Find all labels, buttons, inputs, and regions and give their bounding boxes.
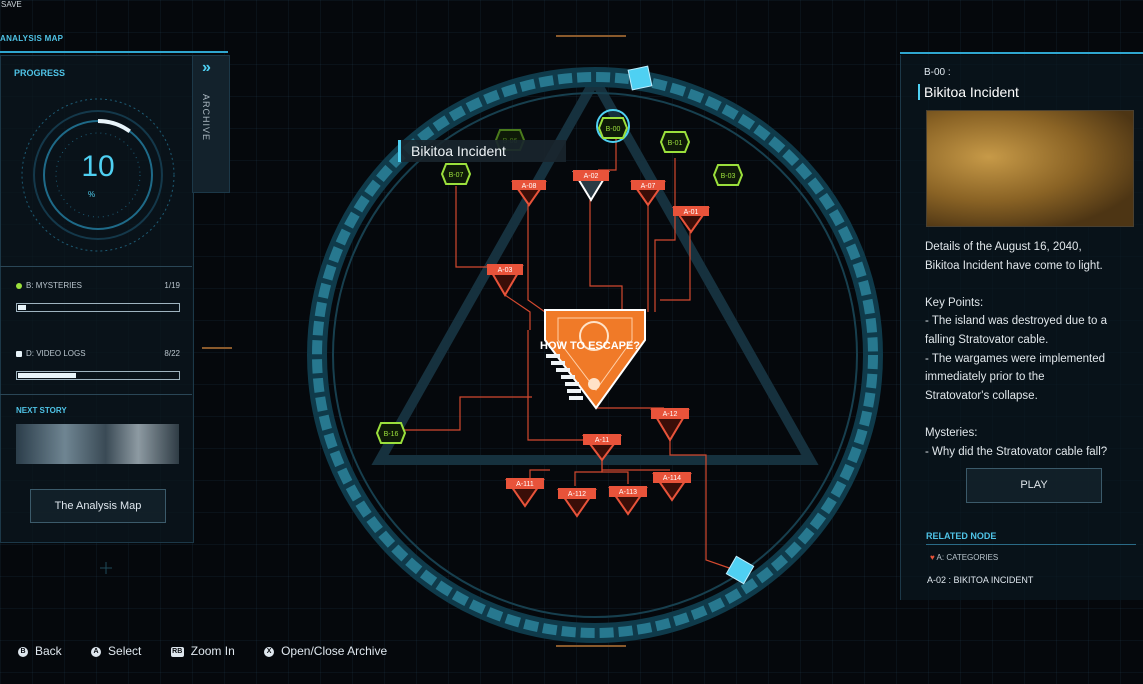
node-label: A-111: [516, 481, 534, 488]
related-category-label: A: CATEGORIES: [936, 553, 999, 562]
prompt-zoom-in[interactable]: RB Zoom In: [170, 644, 235, 658]
prompt-label: Zoom In: [190, 644, 235, 658]
stat-count: 8/22: [164, 349, 180, 358]
node-A-111[interactable]: A-111: [505, 478, 545, 508]
b-button-icon: B: [18, 646, 28, 657]
how-to-escape-node[interactable]: [544, 309, 646, 410]
node-B-16[interactable]: B-16: [375, 422, 407, 444]
outer-ring-segments: [312, 72, 878, 638]
center-node-label: HOW TO ESCAPE?: [540, 340, 641, 352]
progress-value: 10: [81, 150, 115, 183]
node-A-02[interactable]: A-02: [572, 170, 610, 202]
progress-unit: %: [88, 190, 96, 199]
center-sub-items: [546, 354, 583, 400]
node-B-01[interactable]: B-01: [659, 131, 691, 153]
analysis-map-button[interactable]: The Analysis Map: [30, 489, 166, 523]
ring-marker-bottom[interactable]: [725, 555, 755, 585]
stat-mysteries: B: MYSTERIES 1/19: [16, 281, 180, 290]
ring-marker-top[interactable]: [627, 65, 653, 91]
node-label: A-01: [684, 209, 699, 216]
stat-video-logs: D: VIDEO LOGS 8/22: [16, 349, 180, 358]
green-dot-icon: [16, 282, 22, 289]
prompt-back[interactable]: B Back: [18, 644, 62, 658]
node-A-08[interactable]: A-08: [511, 180, 547, 207]
node-B-07[interactable]: B-07: [440, 163, 472, 185]
node-B-03[interactable]: B-03: [712, 164, 744, 186]
prompt-label: Open/Close Archive: [281, 644, 388, 658]
related-category: ♥ A: CATEGORIES: [930, 553, 998, 562]
node-A-113[interactable]: A-113: [608, 486, 648, 516]
divider: [0, 266, 192, 267]
next-story-thumbnail[interactable]: [16, 424, 179, 464]
header-underline: [0, 51, 228, 53]
node-label: A-03: [498, 267, 513, 274]
corner-label: SAVE: [1, 0, 22, 9]
node-label: B-00: [606, 126, 621, 133]
rb-button-icon: RB: [170, 646, 184, 657]
prompt-select[interactable]: A Select: [91, 644, 141, 658]
divider: [0, 394, 192, 395]
node-A-03[interactable]: A-03: [486, 264, 524, 297]
video-logs-progress-fill: [18, 373, 76, 378]
node-label: A-02: [584, 173, 599, 180]
play-button[interactable]: PLAY: [966, 468, 1102, 503]
node-connectors: [404, 120, 736, 571]
button-prompts: B Back A Select RB Zoom In X Open/Close Arch…: [18, 644, 413, 658]
stat-label: B: MYSTERIES: [26, 281, 83, 290]
node-label: A-07: [641, 183, 656, 190]
next-story-title: NEXT STORY: [16, 406, 67, 415]
detail-description: Details of the August 16, 2040, Bikitoa …: [925, 241, 1108, 458]
progress-ring: [21, 98, 175, 252]
stat-label: D: VIDEO LOGS: [26, 349, 86, 358]
selected-node-label: Bikitoa Incident: [398, 140, 566, 162]
video-icon: [16, 350, 22, 357]
prompt-label: Back: [35, 644, 62, 658]
node-label: A-112: [568, 491, 586, 498]
prompt-archive[interactable]: X Open/Close Archive: [264, 644, 387, 658]
node-label: B-01: [668, 140, 683, 147]
double-chevron-right-icon: »: [202, 59, 211, 76]
a-button-icon: A: [91, 646, 102, 657]
detail-panel-topline: [900, 52, 1143, 54]
node-A-112[interactable]: A-112: [557, 488, 597, 518]
archive-tab[interactable]: » ARCHIVE: [192, 55, 230, 193]
related-node-link[interactable]: A-02 : BIKITOA INCIDENT: [927, 575, 1034, 585]
heart-icon: ♥: [930, 553, 935, 562]
node-label: A-08: [522, 183, 537, 190]
node-B-00[interactable]: B-00: [596, 109, 630, 143]
node-label: B-03: [721, 173, 736, 180]
node-label: A-12: [663, 411, 678, 418]
node-A-12[interactable]: A-12: [650, 408, 690, 442]
detail-code: B-00 :: [924, 67, 951, 78]
node-label: B-16: [384, 431, 399, 438]
progress-title: PROGRESS: [14, 68, 66, 78]
video-logs-progress-bar: [16, 371, 180, 380]
detail-title: Bikitoa Incident: [918, 84, 1019, 100]
stat-count: 1/19: [164, 281, 180, 290]
node-A-07[interactable]: A-07: [630, 180, 666, 207]
node-A-11[interactable]: A-11: [582, 434, 622, 462]
related-node-title: RELATED NODE: [926, 531, 997, 541]
screen-title: ANALYSIS MAP: [0, 34, 64, 43]
inner-ring: [332, 92, 858, 618]
detail-thumbnail: [926, 110, 1134, 227]
x-button-icon: X: [264, 646, 275, 657]
mysteries-progress-fill: [18, 305, 26, 310]
mysteries-progress-bar: [16, 303, 180, 312]
node-A-01[interactable]: A-01: [672, 206, 710, 234]
node-label: A-113: [619, 489, 637, 496]
node-label: A-114: [663, 475, 681, 482]
node-A-114[interactable]: A-114: [652, 472, 692, 502]
related-divider: [926, 544, 1136, 545]
node-label: A-11: [595, 437, 609, 444]
prompt-label: Select: [108, 644, 142, 658]
archive-tab-label: ARCHIVE: [201, 94, 211, 142]
node-label: B-07: [449, 172, 464, 179]
